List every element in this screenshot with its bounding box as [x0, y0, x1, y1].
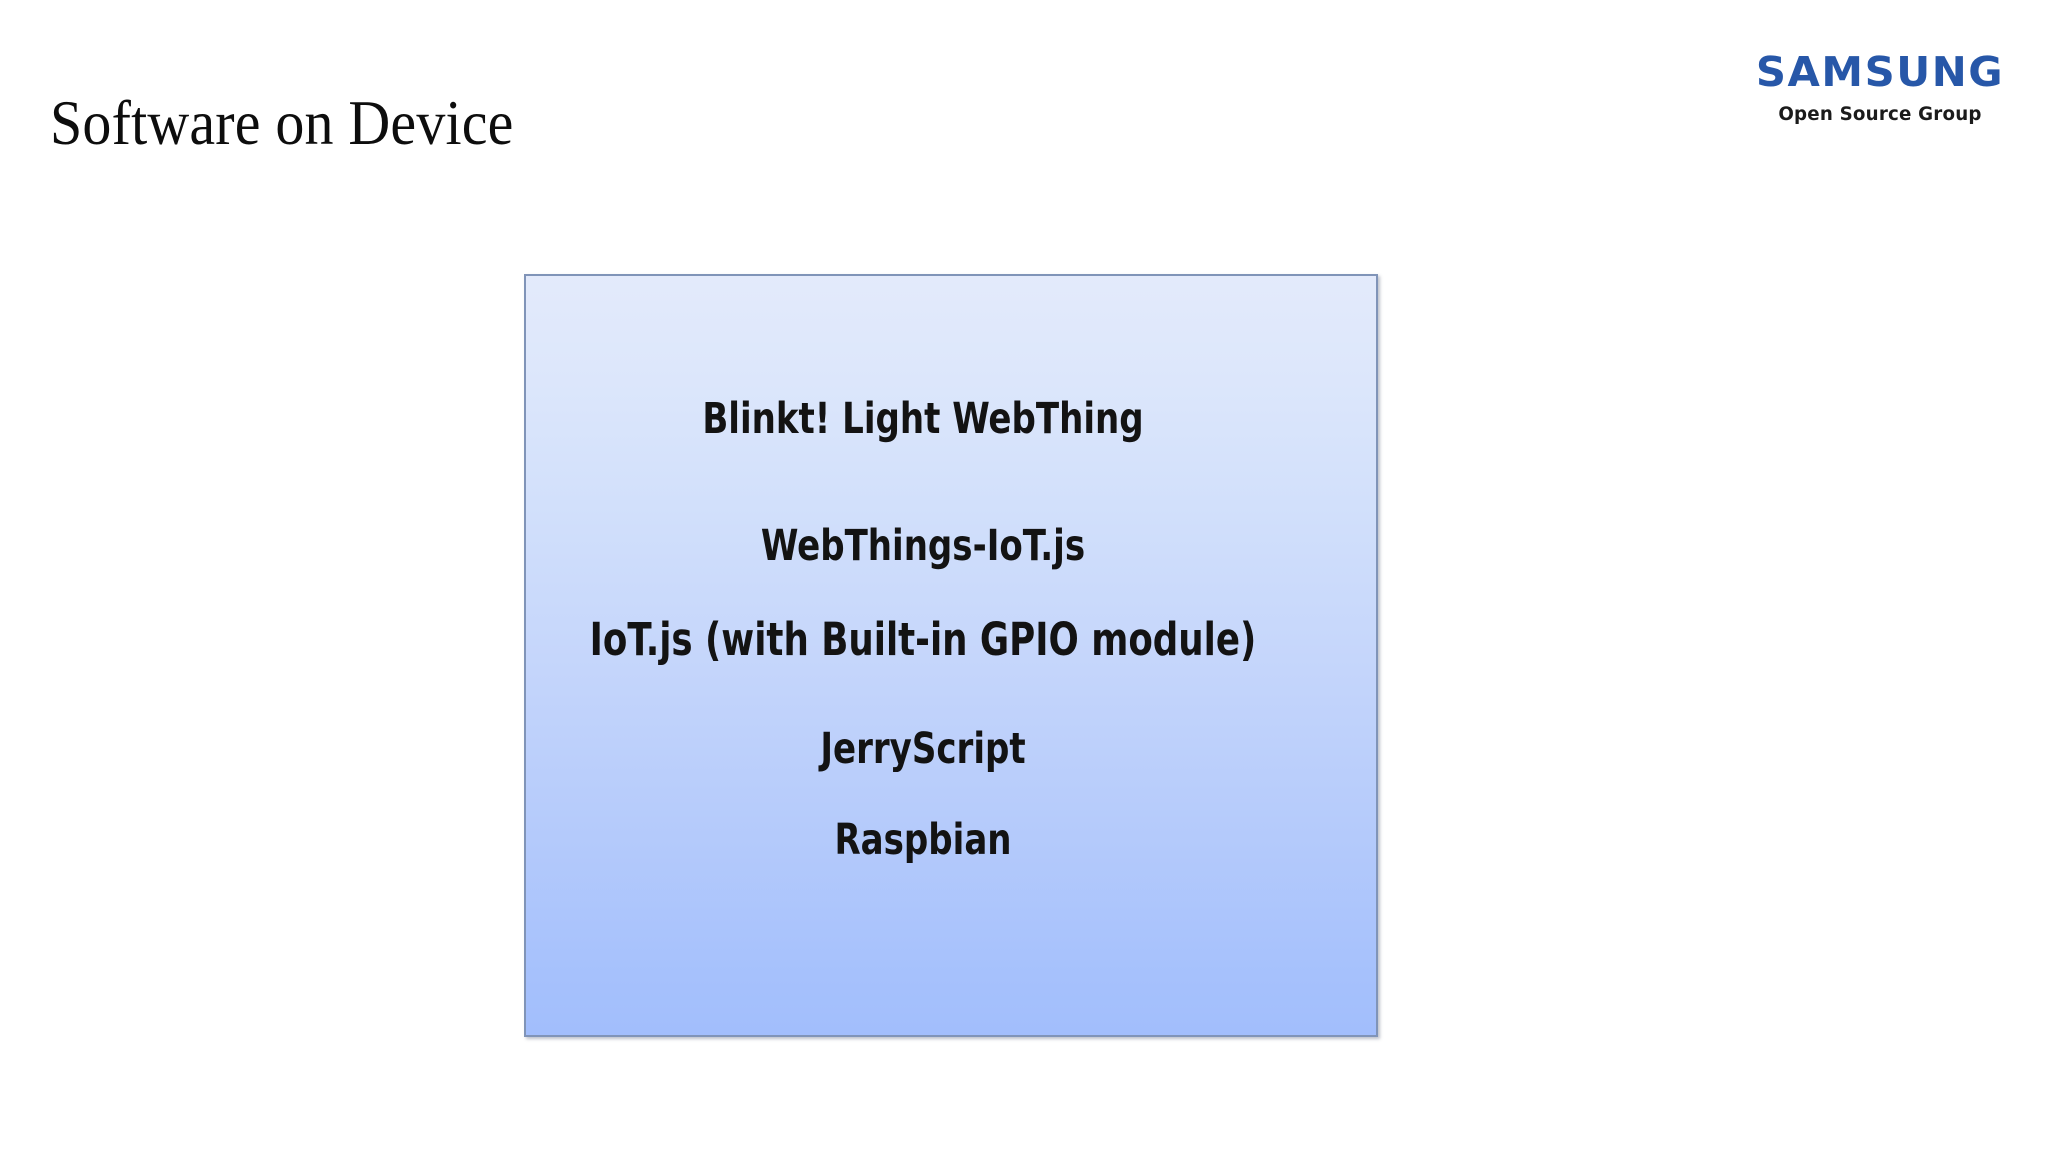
- samsung-open-source-group-logo: SAMSUNG Open Source Group: [1750, 52, 2010, 124]
- software-stack-diagram: Blinkt! Light WebThing WebThings-IoT.js …: [524, 274, 1378, 1037]
- stack-layer-jerryscript: JerryScript: [820, 724, 1026, 774]
- samsung-wordmark: SAMSUNG: [1755, 48, 2005, 96]
- open-source-group-subtitle: Open Source Group: [1778, 103, 1982, 125]
- stack-layer-webthings-iot-js: WebThings-IoT.js: [760, 521, 1086, 571]
- stack-layer-blinkt-light-webthing: Blinkt! Light WebThing: [702, 394, 1144, 444]
- stack-layer-raspbian: Raspbian: [834, 815, 1012, 865]
- stack-layer-iot-js-gpio: IoT.js (with Built-in GPIO module): [589, 613, 1257, 666]
- page-title: Software on Device: [50, 88, 514, 159]
